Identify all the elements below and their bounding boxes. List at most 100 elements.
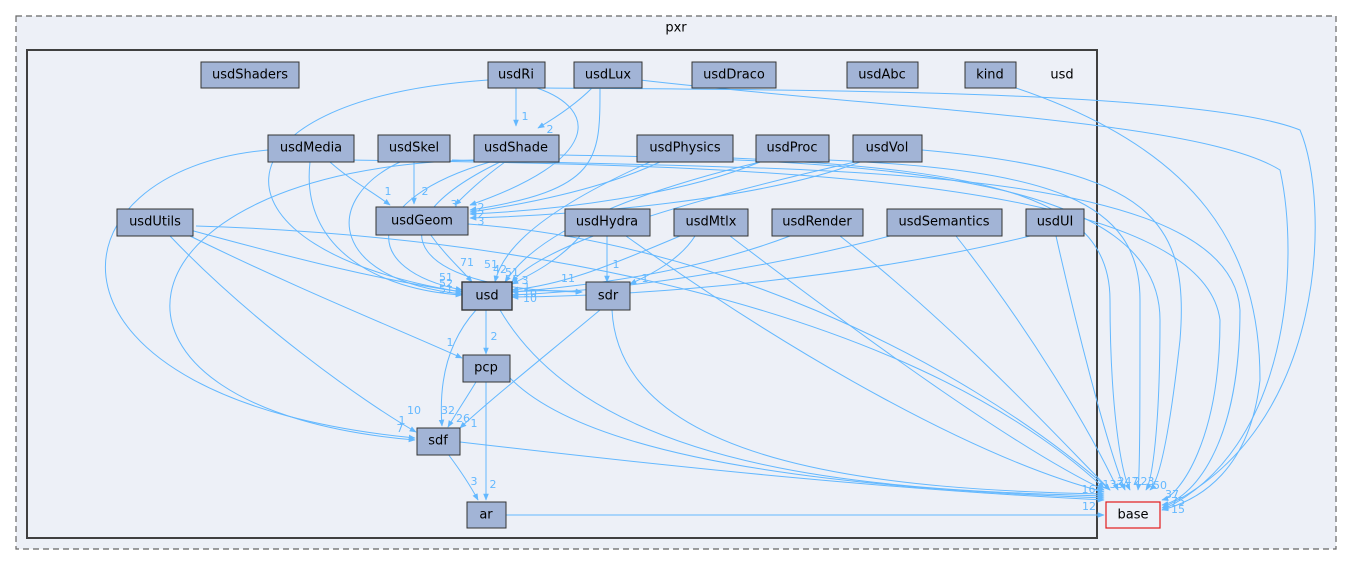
node-usdRender-label: usdRender [782, 215, 852, 230]
node-usdShaders-label: usdShaders [212, 68, 288, 83]
cluster-pxr-label: pxr [665, 21, 687, 36]
edge-sdf-ar [447, 453, 479, 501]
edge-label: 71 [460, 256, 474, 269]
node-usdSemantics[interactable]: usdSemantics [886, 208, 1003, 237]
node-usdDraco[interactable]: usdDraco [691, 61, 777, 89]
node-usdPhysics[interactable]: usdPhysics [636, 134, 734, 163]
edge-label: 11 [561, 272, 575, 285]
edge-usdMedia-usdGeom [329, 161, 391, 206]
node-ar[interactable]: ar [466, 501, 507, 529]
node-usdRender[interactable]: usdRender [771, 208, 864, 237]
node-usdShade[interactable]: usdShade [473, 134, 560, 163]
edge-usdMedia-usd [308, 161, 463, 298]
edge-label: 1 [522, 110, 529, 123]
edge-label: 52 [439, 277, 453, 290]
node-usdRi[interactable]: usdRi [487, 61, 546, 89]
edge-label: 247 [1118, 475, 1139, 488]
edge-label: 2 [478, 201, 485, 214]
edge-label: 15 [1171, 503, 1185, 516]
edge-usd-sdf [438, 309, 477, 427]
node-usdSkel[interactable]: usdSkel [377, 134, 451, 163]
edge-label: 3 [471, 475, 478, 488]
edge-usdRi-base [544, 87, 1316, 509]
edge-usdProc-usd [504, 161, 761, 283]
edge-usd-base [499, 309, 1105, 499]
node-pcp-label: pcp [474, 361, 498, 376]
edge-usdLux-usdShade [537, 87, 593, 129]
node-pcp[interactable]: pcp [462, 354, 511, 383]
node-kind-label: kind [976, 68, 1004, 83]
edge-usdRender-usd [511, 235, 791, 295]
node-usdPhysics-label: usdPhysics [649, 141, 721, 156]
node-usdShaders[interactable]: usdShaders [200, 61, 300, 89]
edge-label: 2 [478, 208, 485, 221]
node-usd[interactable]: usd [461, 281, 513, 311]
node-usdLux-label: usdLux [585, 68, 632, 83]
node-usd-label: usd [475, 289, 498, 304]
edge-usdUtils-sdf [169, 235, 417, 433]
edge-usdRi-usdGeom [469, 87, 579, 206]
edge-label: 223 [1134, 475, 1155, 488]
edges [105, 79, 1316, 518]
node-usdVol[interactable]: usdVol [852, 134, 923, 163]
edge-usdMtlx-usd [511, 235, 681, 293]
edge-labels: 1 2 1 2 3 2 2 3 71 51 42 51 3 51 52 51 1… [385, 110, 1186, 516]
edge-label: 32 [441, 404, 455, 417]
edge-label: 1 [385, 185, 392, 198]
node-usdMtlx[interactable]: usdMtlx [673, 208, 749, 237]
node-usdDraco-label: usdDraco [703, 68, 765, 83]
node-ar-label: ar [479, 508, 493, 523]
edge-label: 10 [523, 287, 537, 300]
node-sdr[interactable]: sdr [585, 281, 631, 311]
edge-label: 1 [447, 336, 454, 349]
edge-label: 3 [522, 274, 529, 287]
edge-label: 3 [451, 198, 458, 211]
edge-usdRender-base [839, 235, 1111, 491]
edge-usdHydra-base [625, 235, 1105, 494]
node-usdMedia-label: usdMedia [280, 141, 342, 156]
node-usdHydra[interactable]: usdHydra [564, 208, 651, 237]
edge-label: 1 [642, 272, 649, 285]
edge-usdLux-usdGeom [469, 87, 601, 212]
node-usdSemantics-label: usdSemantics [898, 215, 989, 230]
node-usdUI[interactable]: usdUI [1025, 208, 1085, 237]
edge-usdUI-usd [511, 235, 1031, 300]
edge-label: 10 [407, 404, 421, 417]
edge-label: 37 [1165, 488, 1179, 501]
edge-usdMtlx-sdr [629, 235, 696, 285]
cluster-usd-label: usd [1050, 68, 1073, 83]
edge-usdUI-base [1055, 235, 1126, 491]
edge-usdMedia-base [349, 159, 1221, 501]
node-usdProc[interactable]: usdProc [755, 134, 830, 163]
node-kind[interactable]: kind [964, 61, 1017, 89]
edge-label: 3 [478, 215, 485, 228]
node-usdLux[interactable]: usdLux [573, 61, 643, 89]
node-sdf[interactable]: sdf [416, 427, 461, 456]
edge-usdProc-usdGeom [469, 161, 761, 217]
edge-pcp-base [509, 377, 1105, 501]
edge-kind-base [1015, 87, 1261, 512]
edge-pcp-sdf [447, 381, 477, 428]
edge-label: 164 [1082, 483, 1103, 496]
node-sdf-label: sdf [428, 434, 448, 449]
node-usdRi-label: usdRi [498, 68, 534, 83]
node-usdMtlx-label: usdMtlx [686, 215, 737, 230]
edge-label: 2 [490, 478, 497, 491]
edge-label: 1 [524, 281, 531, 294]
node-usdUI-label: usdUI [1037, 215, 1074, 230]
edge-label: 75 [1171, 495, 1185, 508]
edge-label: 12 [1082, 500, 1096, 513]
node-usdMedia[interactable]: usdMedia [267, 134, 355, 163]
edge-usdShade-sdr [421, 161, 583, 295]
node-usdAbc[interactable]: usdAbc [846, 61, 919, 89]
node-base[interactable]: base [1105, 501, 1161, 529]
edge-usdSkel-base [451, 159, 1241, 507]
edge-label: 1 [613, 258, 620, 271]
edge-usdUtils-usd [189, 229, 463, 294]
edge-label: 10 [523, 292, 537, 305]
node-usdGeom[interactable]: usdGeom [375, 206, 469, 236]
edge-label: 2 [547, 123, 554, 136]
edge-usdUtils-pcp [189, 235, 463, 359]
edge-label: 2 [422, 185, 429, 198]
node-usdUtils[interactable]: usdUtils [116, 208, 194, 237]
